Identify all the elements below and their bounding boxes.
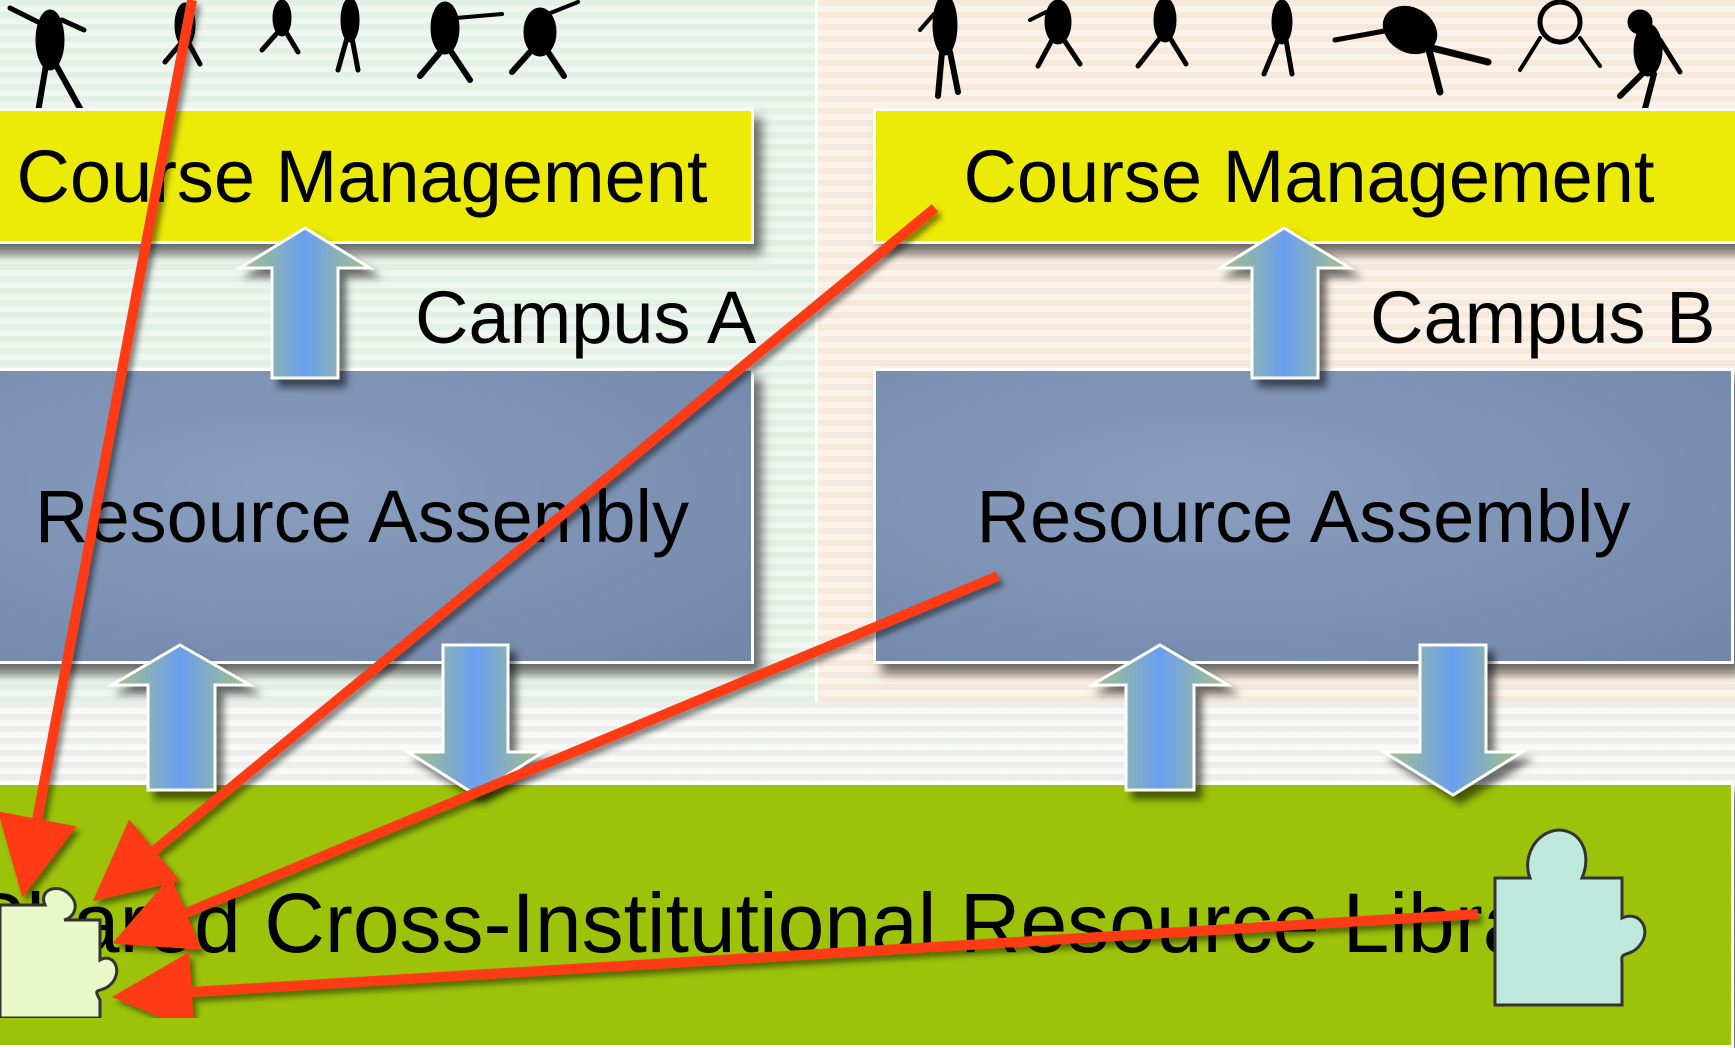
resource-assembly-box-a: Resource Assembly xyxy=(0,368,754,664)
figure-a5 xyxy=(417,1,504,83)
campus-a-label: Campus A xyxy=(415,276,757,359)
puzzle-piece-icon xyxy=(1493,828,1647,1007)
course-management-label-b: Course Management xyxy=(963,134,1655,218)
campus-b-label: Campus B xyxy=(1370,276,1716,359)
figure-a4 xyxy=(335,0,361,73)
red-connector-arrow-icon xyxy=(112,571,1000,950)
block-arrows-layer xyxy=(106,226,1528,797)
red-connector-arrow-icon xyxy=(112,909,1479,1018)
course-management-box-a: Course Management xyxy=(0,108,754,244)
figure-b7 xyxy=(1617,9,1683,131)
red-connectors-layer xyxy=(0,0,1479,1018)
red-connector-arrow-icon xyxy=(92,204,939,902)
resource-assembly-label-b: Resource Assembly xyxy=(976,474,1631,558)
resource-assembly-label-a: Resource Assembly xyxy=(35,474,689,558)
course-management-box-b: Course Management xyxy=(873,108,1735,244)
block-arrow-down-icon xyxy=(1378,643,1528,797)
figure-a6 xyxy=(509,0,580,79)
resource-assembly-box-b: Resource Assembly xyxy=(873,368,1734,664)
block-arrow-up-icon xyxy=(106,643,256,792)
figure-b4 xyxy=(1261,0,1295,77)
figure-b6 xyxy=(1518,0,1602,72)
block-arrow-up-icon xyxy=(234,226,376,380)
puzzle-layer xyxy=(0,828,1647,1018)
figure-b3 xyxy=(1135,0,1189,69)
dancing-figures-icon xyxy=(7,0,1683,131)
course-management-label-a: Course Management xyxy=(16,134,708,218)
figure-b1 xyxy=(918,0,961,99)
red-connector-arrow-icon xyxy=(0,0,197,898)
figure-a3 xyxy=(259,0,301,55)
block-arrow-up-icon xyxy=(1214,226,1356,380)
figure-b5 xyxy=(1332,5,1492,96)
figure-a1 xyxy=(7,5,87,115)
figure-b2 xyxy=(1028,0,1083,69)
block-arrow-up-icon xyxy=(1086,643,1234,792)
